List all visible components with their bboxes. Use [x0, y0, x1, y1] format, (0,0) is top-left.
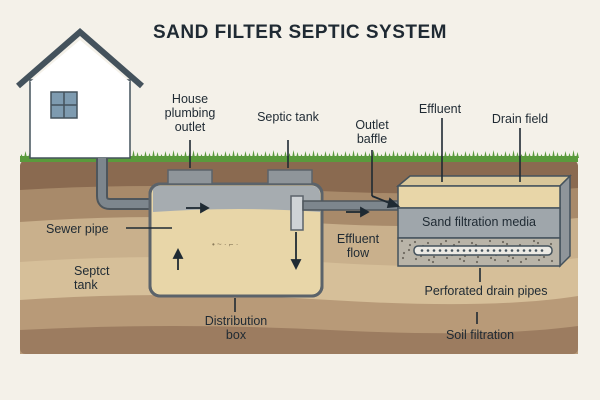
- pointers: [126, 118, 521, 324]
- house-gable: [30, 40, 130, 82]
- effluent-layer: [397, 185, 561, 209]
- effluent-pipe: [302, 200, 399, 211]
- label-perforated-drain-pipes: Perforated drain pipes: [424, 284, 548, 298]
- tank-lid-inlet: [167, 169, 213, 185]
- label-effluent: Effluent: [418, 102, 462, 116]
- sewer-pipe: [96, 158, 184, 252]
- grass-band: [20, 156, 578, 162]
- house-roof: [16, 28, 144, 89]
- flow-arrows: [172, 195, 401, 271]
- drain-field-box: [395, 174, 572, 268]
- soil-layer-deep: [20, 326, 578, 354]
- house-wall: [29, 79, 131, 159]
- tank-headspace: [153, 184, 320, 212]
- house: [16, 28, 144, 159]
- label-sand-filtration-media: Sand filtration media: [422, 215, 536, 229]
- label-septic-tank-top: Septic tank: [257, 110, 319, 124]
- diagram-title: SAND FILTER SEPTIC SYSTEM: [152, 22, 448, 43]
- septic-tank: • ~ · ⌐ ·: [148, 169, 324, 298]
- label-drain-field: Drain field: [491, 112, 549, 126]
- label-sewer-pipe: Sewer pipe: [46, 222, 109, 236]
- label-soil-filtration: Soil filtration: [445, 328, 515, 342]
- sand-filtration-layer: [397, 207, 561, 239]
- pipe-perforations: [420, 249, 544, 252]
- grass: [20, 150, 579, 162]
- tank-lid-outlet: [267, 169, 313, 185]
- svg-text:• ~ · ⌐ ·: • ~ · ⌐ ·: [212, 240, 238, 249]
- outlet-baffle: [290, 195, 304, 231]
